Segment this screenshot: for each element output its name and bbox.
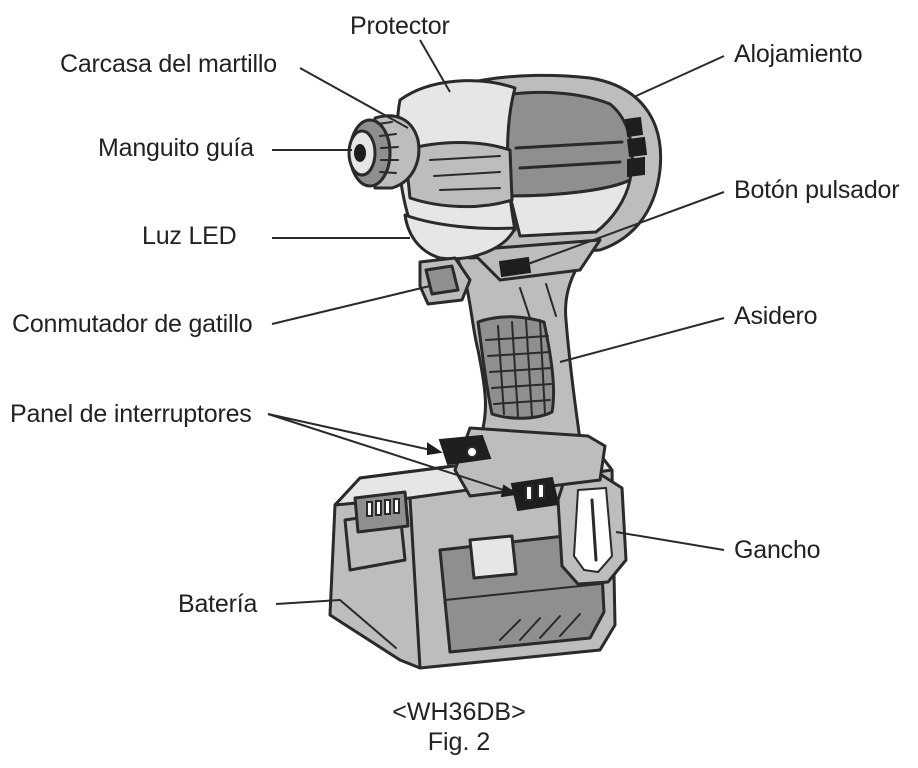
label-alojamiento: Alojamiento xyxy=(734,40,863,68)
hook-drawing xyxy=(556,472,628,586)
leader-protector xyxy=(419,39,451,93)
leader-asidero xyxy=(559,317,725,363)
label-gancho: Gancho xyxy=(734,536,821,564)
label-carcasa-del-martillo: Carcasa del martillo xyxy=(60,50,277,78)
switch-panel-drawing xyxy=(438,434,560,512)
label-boton-pulsador: Botón pulsador xyxy=(734,176,900,204)
label-protector: Protector xyxy=(350,12,450,40)
leader-gancho xyxy=(615,531,725,551)
arrow-panel-a xyxy=(427,442,443,456)
leader-carcasa xyxy=(299,67,409,129)
front-drawing xyxy=(395,79,517,261)
leader-lines xyxy=(267,39,725,605)
vent-slots xyxy=(624,116,648,178)
leader-bateria xyxy=(275,599,341,605)
leader-boton xyxy=(527,191,725,265)
chuck-drawing xyxy=(347,114,421,190)
model-caption: <WH36DB> xyxy=(392,698,526,726)
grip-texture xyxy=(485,319,552,417)
label-bateria: Batería xyxy=(178,590,258,618)
trigger-drawing xyxy=(418,256,472,306)
leader-alojamiento xyxy=(635,55,725,97)
label-conmutador-de-gatillo: Conmutador de gatillo xyxy=(12,310,253,338)
leader-conmutador xyxy=(271,285,431,325)
label-luz-led: Luz LED xyxy=(142,222,237,250)
label-asidero: Asidero xyxy=(734,302,818,330)
arrow-panel-b xyxy=(500,484,519,498)
leader-panel-b xyxy=(267,413,517,495)
label-panel-de-interruptores: Panel de interruptores xyxy=(10,400,252,428)
leader-panel-a xyxy=(267,413,441,453)
label-manguito-guia: Manguito guía xyxy=(98,134,254,162)
figure-caption: Fig. 2 xyxy=(427,728,491,756)
